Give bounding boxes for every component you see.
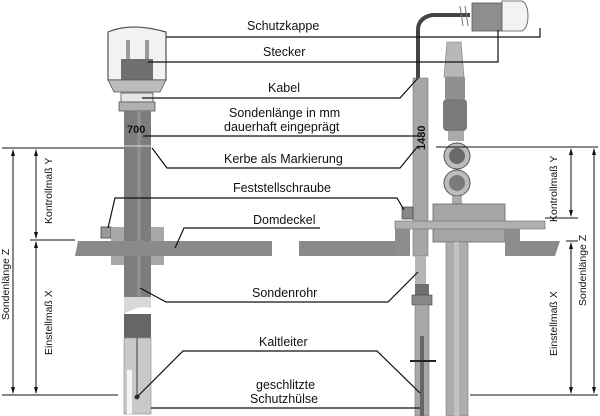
label-sondenrohr: Sondenrohr — [252, 286, 317, 300]
label-feststellschraube: Feststellschraube — [233, 181, 331, 195]
right-fitting-tip — [443, 41, 465, 78]
label-kaltleiter: Kaltleiter — [259, 335, 308, 349]
left-label-sondenlaenge-z: Sondenlänge Z — [0, 248, 12, 320]
left-plug-pin — [145, 40, 149, 60]
right-ptc-sensor — [420, 336, 424, 416]
label-schutzkappe: Schutzkappe — [247, 19, 319, 33]
left-cap-flange — [107, 79, 167, 93]
left-probe-length-marking: 700 — [127, 124, 145, 136]
right-set-screw — [401, 206, 414, 220]
right-probe-length-marking: 1480 — [416, 126, 428, 150]
left-label-einstellmass-x: Einstellmaß X — [43, 290, 55, 355]
left-set-screw — [100, 226, 112, 239]
right-plug — [471, 2, 503, 32]
label-domdeckel: Domdeckel — [253, 213, 316, 227]
left-probe-assembly: 700 — [100, 26, 167, 415]
right-cable — [416, 13, 470, 80]
right-dimensions: Kontrollmaß Y Einstellmaß X Sondenlänge … — [436, 146, 598, 396]
label-schutzhuelse-line1: geschlitzte — [256, 378, 315, 392]
left-plug-body — [121, 59, 153, 83]
left-sensor-section — [124, 314, 151, 338]
right-label-kontrollmass-y: Kontrollmaß Y — [548, 156, 560, 222]
right-probe-tube — [412, 77, 429, 257]
left-label-kontrollmass-y: Kontrollmaß Y — [43, 158, 55, 224]
label-schutzhuelse-line2: Schutzhülse — [250, 392, 318, 406]
left-plug-pin — [126, 40, 130, 60]
left-nut — [118, 101, 156, 112]
label-sondenlaenge-line1: Sondenlänge in mm — [229, 106, 340, 120]
label-kerbe: Kerbe als Markierung — [224, 152, 343, 166]
right-dome-lid — [520, 241, 560, 256]
label-kabel: Kabel — [268, 81, 300, 95]
right-label-einstellmass-x: Einstellmaß X — [548, 291, 560, 356]
labels: Schutzkappe Stecker Kabel Sondenlänge in… — [224, 19, 343, 406]
label-sondenlaenge-line2: dauerhaft eingeprägt — [224, 120, 340, 134]
right-plug-cap — [501, 0, 529, 32]
right-probe-assembly: 1480 — [394, 0, 546, 416]
label-stecker: Stecker — [263, 45, 305, 59]
right-dome-lid — [299, 241, 395, 256]
right-label-sondenlaenge-z: Sondenlänge Z — [577, 234, 589, 306]
left-dome-lid — [75, 241, 272, 256]
left-dimensions: Sondenlänge Z Kontrollmaß Y Einstellmaß … — [0, 147, 124, 396]
leader-lines — [107, 28, 541, 409]
